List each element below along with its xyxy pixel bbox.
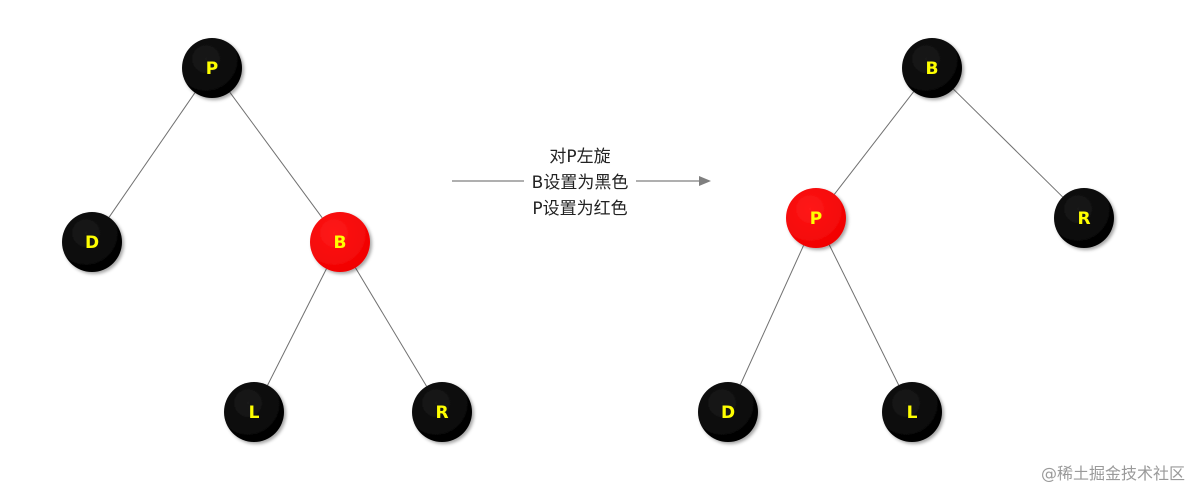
before-node-r-circle [412, 382, 472, 442]
after-node-l-label: L [907, 403, 918, 423]
before-node-r-label: R [435, 403, 448, 423]
after-node-l: L [882, 382, 942, 442]
before-node-d-label: D [85, 233, 99, 253]
after-edge-b-p [833, 91, 915, 195]
transition-caption-line-1: 对P左旋 [549, 147, 610, 167]
after-node-r-circle [1054, 188, 1114, 248]
before-node-p: P [182, 38, 242, 98]
after-edge-p-l [828, 244, 900, 386]
after-node-b: B [902, 38, 962, 98]
before-tree-edges [108, 91, 427, 387]
before-node-d: D [62, 212, 122, 272]
before-node-p-circle [182, 38, 242, 98]
after-node-p-label: P [810, 209, 822, 229]
after-node-d-label: D [721, 403, 735, 423]
before-node-d-circle [62, 212, 122, 272]
before-node-r: R [412, 382, 472, 442]
after-node-r: R [1054, 188, 1114, 248]
after-rotation-tree: B P R D L [698, 38, 1114, 442]
before-node-b-label: B [334, 233, 347, 253]
before-node-b: B [310, 212, 370, 272]
transition-group: 对P左旋 B设置为黑色 P设置为红色 [452, 147, 711, 219]
before-node-p-label: P [206, 59, 218, 79]
after-edge-p-d [739, 245, 805, 385]
before-edge-b-l [267, 268, 327, 386]
transition-caption-line-3: P设置为红色 [532, 199, 627, 219]
after-node-d: D [698, 382, 758, 442]
after-node-d-circle [698, 382, 758, 442]
watermark-text: @稀土掘金技术社区 [1041, 464, 1185, 483]
before-node-l-circle [224, 382, 284, 442]
after-node-p: P [786, 188, 846, 248]
before-edge-p-b [229, 91, 323, 219]
before-rotation-tree: P D B L R [62, 38, 472, 442]
after-edge-b-r [953, 88, 1063, 198]
before-node-l-label: L [249, 403, 260, 423]
before-edge-p-d [108, 92, 196, 218]
before-node-l: L [224, 382, 284, 442]
after-node-l-circle [882, 382, 942, 442]
before-edge-b-r [355, 267, 427, 387]
after-node-b-circle [902, 38, 962, 98]
after-tree-edges [739, 88, 1063, 386]
before-tree-nodes: P D B L R [62, 38, 472, 442]
after-node-r-label: R [1077, 209, 1090, 229]
after-tree-nodes: B P R D L [698, 38, 1114, 442]
before-node-b-circle [310, 212, 370, 272]
after-node-p-circle [786, 188, 846, 248]
transition-caption-line-2: B设置为黑色 [532, 173, 629, 193]
after-node-b-label: B [926, 59, 939, 79]
